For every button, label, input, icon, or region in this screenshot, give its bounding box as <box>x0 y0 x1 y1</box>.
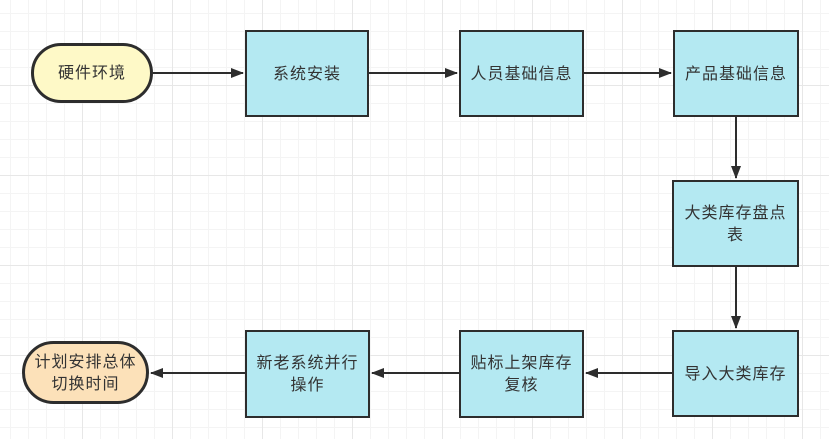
node-label: 导入大类库存 <box>684 363 787 383</box>
node-label: 系统安装 <box>272 63 341 83</box>
node-label: 贴标上架库存复核 <box>470 353 573 394</box>
node-personnel-basic-info[interactable]: 人员基础信息 <box>459 30 584 117</box>
node-new-old-system-parallel-operation[interactable]: 新老系统并行操作 <box>245 330 370 418</box>
node-import-category-inventory[interactable]: 导入大类库存 <box>672 330 799 417</box>
node-label-shelve-inventory-recheck[interactable]: 贴标上架库存复核 <box>459 330 584 418</box>
node-label: 人员基础信息 <box>470 63 573 83</box>
node-category-inventory-count-sheet[interactable]: 大类库存盘点表 <box>672 180 799 267</box>
node-label: 产品基础信息 <box>684 63 787 83</box>
node-plan-overall-switchover-time[interactable]: 计划安排总体切换时间 <box>22 341 149 404</box>
node-label: 新老系统并行操作 <box>256 353 359 394</box>
node-label: 硬件环境 <box>57 63 126 82</box>
node-label: 大类库存盘点表 <box>684 202 787 244</box>
node-product-basic-info[interactable]: 产品基础信息 <box>673 30 799 117</box>
node-hardware-environment[interactable]: 硬件环境 <box>31 43 153 103</box>
node-system-installation[interactable]: 系统安装 <box>245 30 369 117</box>
node-label: 计划安排总体切换时间 <box>34 351 137 393</box>
